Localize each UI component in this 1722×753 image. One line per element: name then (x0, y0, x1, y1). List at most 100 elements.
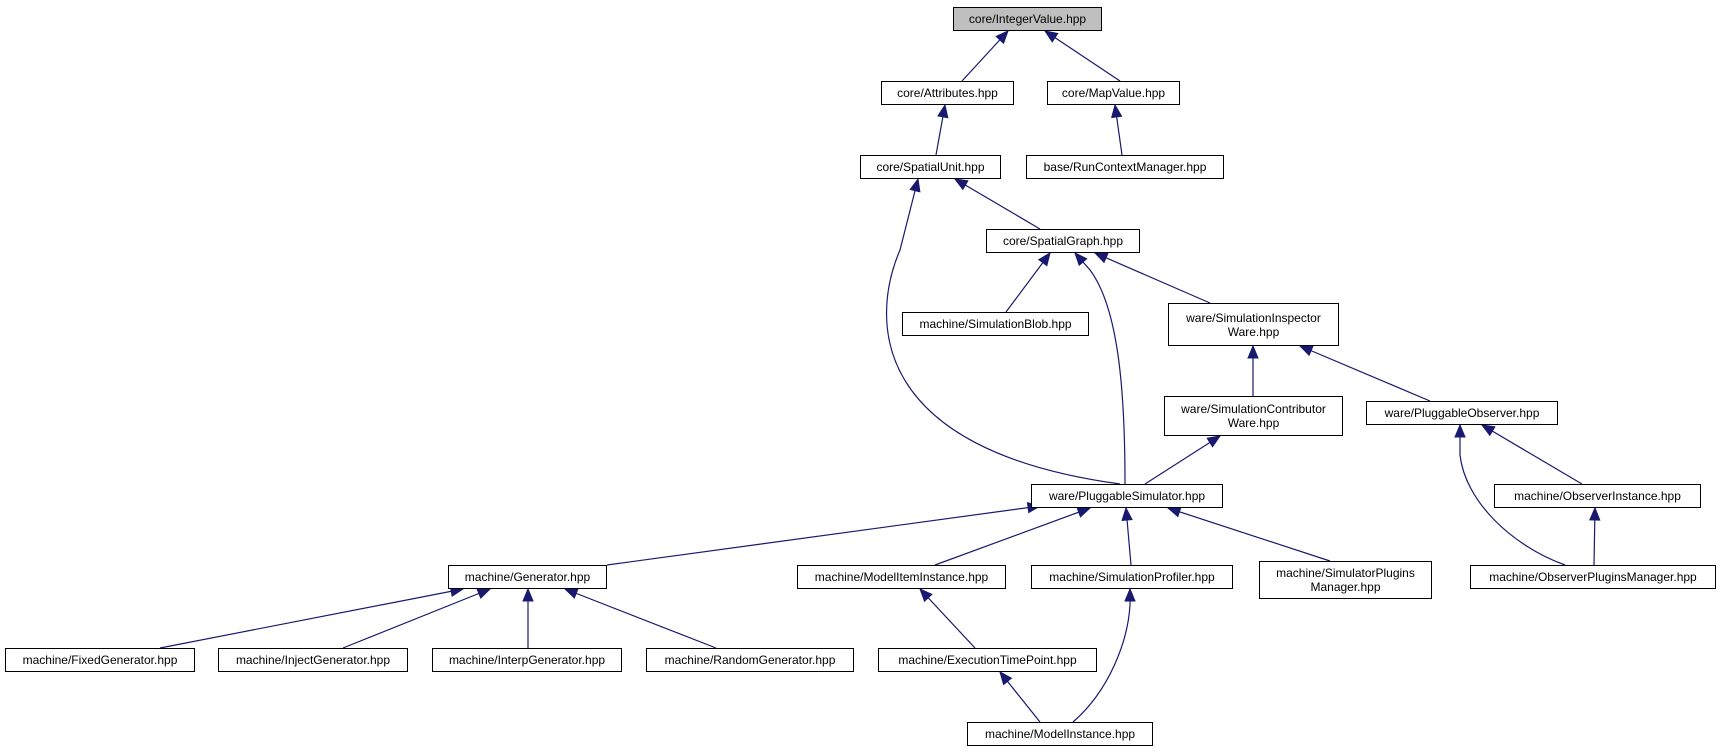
node-label: machine/ModelItemInstance.hpp (814, 570, 989, 584)
arrowhead-icon (1480, 424, 1496, 437)
edge-execution-time-point-to-model-item-instance (919, 588, 976, 649)
arrowhead-icon (1074, 252, 1088, 267)
node-simulation-profiler[interactable]: machine/SimulationProfiler.hpp (1031, 565, 1233, 589)
arrowhead-icon (937, 103, 949, 119)
edge-random-generator-to-generator (563, 588, 717, 649)
node-label-line-2: Ware.hpp (1227, 416, 1280, 430)
arrowhead-icon (999, 670, 1013, 686)
edge-model-instance-to-execution-time-point (999, 670, 1041, 723)
edge-generator-to-pluggable-simulator (606, 501, 1042, 566)
arrowhead-icon (1121, 506, 1133, 521)
arrowhead-icon (1124, 587, 1136, 602)
arrowhead-icon (909, 177, 921, 193)
edge-run-context-manager-to-map-value (1111, 103, 1123, 156)
edge-inject-generator-to-generator (342, 588, 492, 649)
node-label: machine/FixedGenerator.hpp (22, 653, 178, 667)
node-generator[interactable]: machine/Generator.hpp (448, 565, 607, 589)
node-label: machine/SimulationBlob.hpp (919, 317, 1072, 331)
arrowhead-icon (1037, 251, 1051, 267)
edge-model-instance-to-simulation-profiler (1072, 587, 1136, 723)
node-label: core/MapValue.hpp (1061, 86, 1166, 100)
node-label: machine/ModelInstance.hpp (984, 727, 1136, 741)
node-label: ware/PluggableSimulator.hpp (1048, 489, 1206, 503)
arrowhead-icon (1298, 345, 1314, 357)
arrowhead-icon (522, 587, 534, 602)
node-label: machine/InjectGenerator.hpp (235, 653, 391, 667)
edge-simulation-profiler-to-pluggable-simulator (1121, 506, 1133, 566)
node-execution-time-point[interactable]: machine/ExecutionTimePoint.hpp (878, 648, 1097, 672)
arrowhead-icon (1247, 344, 1259, 359)
node-model-instance[interactable]: machine/ModelInstance.hpp (967, 722, 1153, 746)
edge-pluggable-observer-to-simulation-inspector-ware (1298, 345, 1431, 402)
node-integer-value: core/IntegerValue.hpp (953, 7, 1102, 31)
node-label: core/SpatialGraph.hpp (1002, 234, 1124, 248)
node-simulation-inspector-ware[interactable]: ware/SimulationInspector Ware.hpp (1168, 303, 1339, 346)
node-pluggable-simulator[interactable]: ware/PluggableSimulator.hpp (1031, 484, 1223, 508)
edge-observer-plugins-manager-to-observer-instance (1589, 506, 1601, 566)
arrowhead-icon (1454, 423, 1466, 438)
edge-spatial-graph-to-spatial-unit (953, 178, 1041, 230)
edge-model-item-instance-to-pluggable-simulator (934, 506, 1092, 566)
node-label: core/IntegerValue.hpp (968, 12, 1087, 26)
arrowhead-icon (1111, 103, 1123, 119)
edge-simulator-plugins-manager-to-pluggable-simulator (1166, 506, 1331, 562)
arrowhead-icon (1043, 30, 1059, 43)
node-label: machine/ObserverInstance.hpp (1514, 489, 1681, 503)
node-random-generator[interactable]: machine/RandomGenerator.hpp (646, 648, 854, 672)
node-pluggable-observer[interactable]: ware/PluggableObserver.hpp (1366, 401, 1558, 425)
node-label: ware/PluggableObserver.hpp (1384, 406, 1540, 420)
node-label-line-1: ware/SimulationContributor (1181, 402, 1326, 416)
node-label-line-1: machine/SimulatorPlugins (1276, 566, 1415, 580)
node-attributes[interactable]: core/Attributes.hpp (881, 81, 1014, 105)
arrowhead-icon (563, 588, 579, 599)
arrowhead-icon (1166, 506, 1182, 518)
arrowhead-icon (1093, 252, 1109, 264)
arrowhead-icon (1589, 506, 1601, 521)
node-run-context-manager[interactable]: base/RunContextManager.hpp (1026, 155, 1224, 179)
node-observer-plugins-manager[interactable]: machine/ObserverPluginsManager.hpp (1470, 565, 1716, 589)
edge-spatial-unit-to-attributes (935, 103, 949, 156)
arrowhead-icon (953, 178, 969, 191)
node-map-value[interactable]: core/MapValue.hpp (1047, 81, 1180, 105)
node-label: machine/RandomGenerator.hpp (664, 653, 836, 667)
node-label: core/SpatialUnit.hpp (876, 160, 985, 174)
node-label-line-2: Ware.hpp (1227, 324, 1280, 339)
edge-interp-generator-to-generator (522, 587, 534, 648)
node-spatial-unit[interactable]: core/SpatialUnit.hpp (860, 155, 1001, 179)
edge-attributes-to-integer-value (961, 30, 1009, 82)
edge-simulation-inspector-ware-to-spatial-graph (1093, 252, 1211, 304)
arrowhead-icon (1206, 435, 1222, 448)
edge-simulation-contributor-ware-to-simulation-inspector-ware (1247, 344, 1259, 396)
edge-pluggable-simulator-to-spatial-unit (886, 177, 1121, 485)
node-spatial-graph[interactable]: core/SpatialGraph.hpp (986, 229, 1140, 253)
node-label: machine/InterpGenerator.hpp (448, 653, 606, 667)
edge-observer-plugins-manager-to-pluggable-observer (1454, 423, 1566, 566)
node-observer-instance[interactable]: machine/ObserverInstance.hpp (1494, 484, 1701, 508)
arrowhead-icon (476, 588, 492, 599)
node-label: base/RunContextManager.hpp (1043, 160, 1207, 174)
node-inject-generator[interactable]: machine/InjectGenerator.hpp (218, 648, 408, 672)
edge-observer-instance-to-pluggable-observer (1480, 424, 1583, 485)
node-label: machine/ExecutionTimePoint.hpp (898, 653, 1077, 667)
arrowhead-icon (995, 30, 1009, 45)
node-label: machine/Generator.hpp (464, 570, 591, 584)
edge-map-value-to-integer-value (1043, 30, 1121, 82)
node-interp-generator[interactable]: machine/InterpGenerator.hpp (432, 648, 622, 672)
arrowhead-icon (919, 588, 933, 603)
edge-simulation-blob-to-spatial-graph (1005, 251, 1051, 313)
edge-pluggable-simulator-to-spatial-graph (1074, 252, 1126, 485)
edge-fixed-generator-to-generator (159, 585, 465, 649)
node-label: machine/ObserverPluginsManager.hpp (1489, 570, 1697, 584)
node-simulator-plugins-manager[interactable]: machine/SimulatorPlugins Manager.hpp (1259, 561, 1432, 599)
node-model-item-instance[interactable]: machine/ModelItemInstance.hpp (797, 565, 1006, 589)
arrowhead-icon (1076, 506, 1092, 518)
node-fixed-generator[interactable]: machine/FixedGenerator.hpp (5, 648, 195, 672)
node-simulation-blob[interactable]: machine/SimulationBlob.hpp (902, 312, 1089, 336)
edge-pluggable-simulator-to-simulation-contributor-ware (1144, 435, 1222, 485)
node-label: machine/SimulationProfiler.hpp (1049, 570, 1215, 584)
node-label-line-2: Manager.hpp (1310, 580, 1381, 594)
node-simulation-contributor-ware[interactable]: ware/SimulationContributor Ware.hpp (1164, 396, 1343, 436)
node-label: core/Attributes.hpp (897, 86, 998, 100)
